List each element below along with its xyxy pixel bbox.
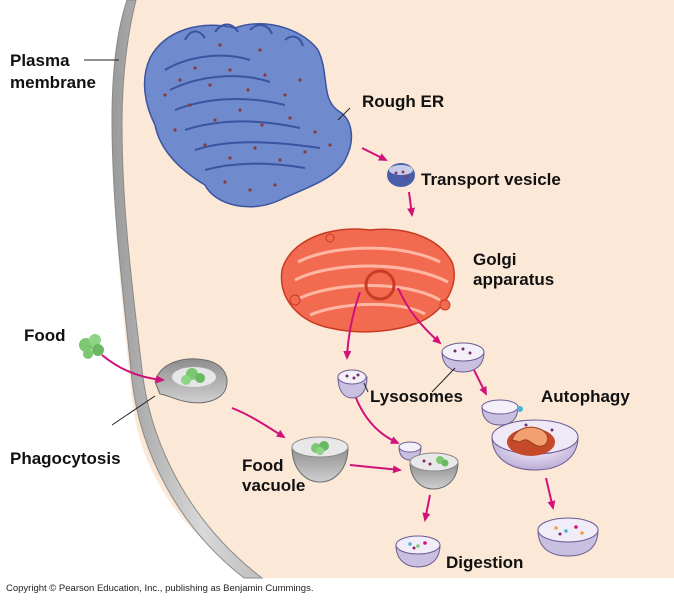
digestion-vesicle-left [395,535,441,568]
arrow-lysosome-to-autophagy [473,369,487,396]
lysosome-large [441,342,485,373]
arrow-fusion-to-digestion [422,494,431,522]
arrow-vesicle-to-golgi [407,191,416,217]
lysosome-fusing-vacuole [398,441,459,490]
label-plasma-line2: membrane [10,73,96,92]
arrow-food-to-pocket [101,354,165,384]
label-golgi-line1: Golgi [473,250,517,269]
arrow-er-to-vesicle [361,147,388,161]
copyright-notice: Copyright © Pearson Education, Inc., pub… [6,583,314,594]
digestion-vesicle-right [537,517,599,557]
label-food: Food [24,326,66,345]
plasma-membrane [111,0,264,579]
phagocytosis-pocket [154,358,228,404]
lysosome-small [337,369,368,399]
arrow-lysosome-to-fusion [355,397,400,444]
leader-lines [84,59,456,426]
autophagy-vesicle [481,399,579,471]
arrow-golgi-to-lysosome-small [343,291,361,360]
golgi-apparatus-illustration [280,228,455,333]
transport-vesicle [387,163,415,187]
arrow-vacuole-to-fusion [349,464,402,474]
pathway-arrows [101,147,556,522]
label-lysosomes: Lysosomes [370,387,463,406]
label-phagocytosis: Phagocytosis [10,449,121,468]
label-golgi-line2: apparatus [473,270,555,289]
label-food-vacuole-line1: Food [242,456,284,475]
food-vacuole [291,436,349,483]
rough-er-illustration [143,23,353,208]
label-digestion: Digestion [446,553,524,572]
arrow-autophagy-to-digestion [545,477,556,510]
label-plasma-line1: Plasma [10,51,70,70]
label-transport-vesicle: Transport vesicle [421,170,561,189]
food-particle-icon [79,334,104,359]
label-rough-er: Rough ER [362,92,445,111]
label-autophagy: Autophagy [541,387,630,406]
arrow-golgi-to-lysosome-large [397,287,442,345]
label-food-vacuole-line2: vacuole [242,476,306,495]
arrow-pocket-to-vacuole [231,407,286,439]
